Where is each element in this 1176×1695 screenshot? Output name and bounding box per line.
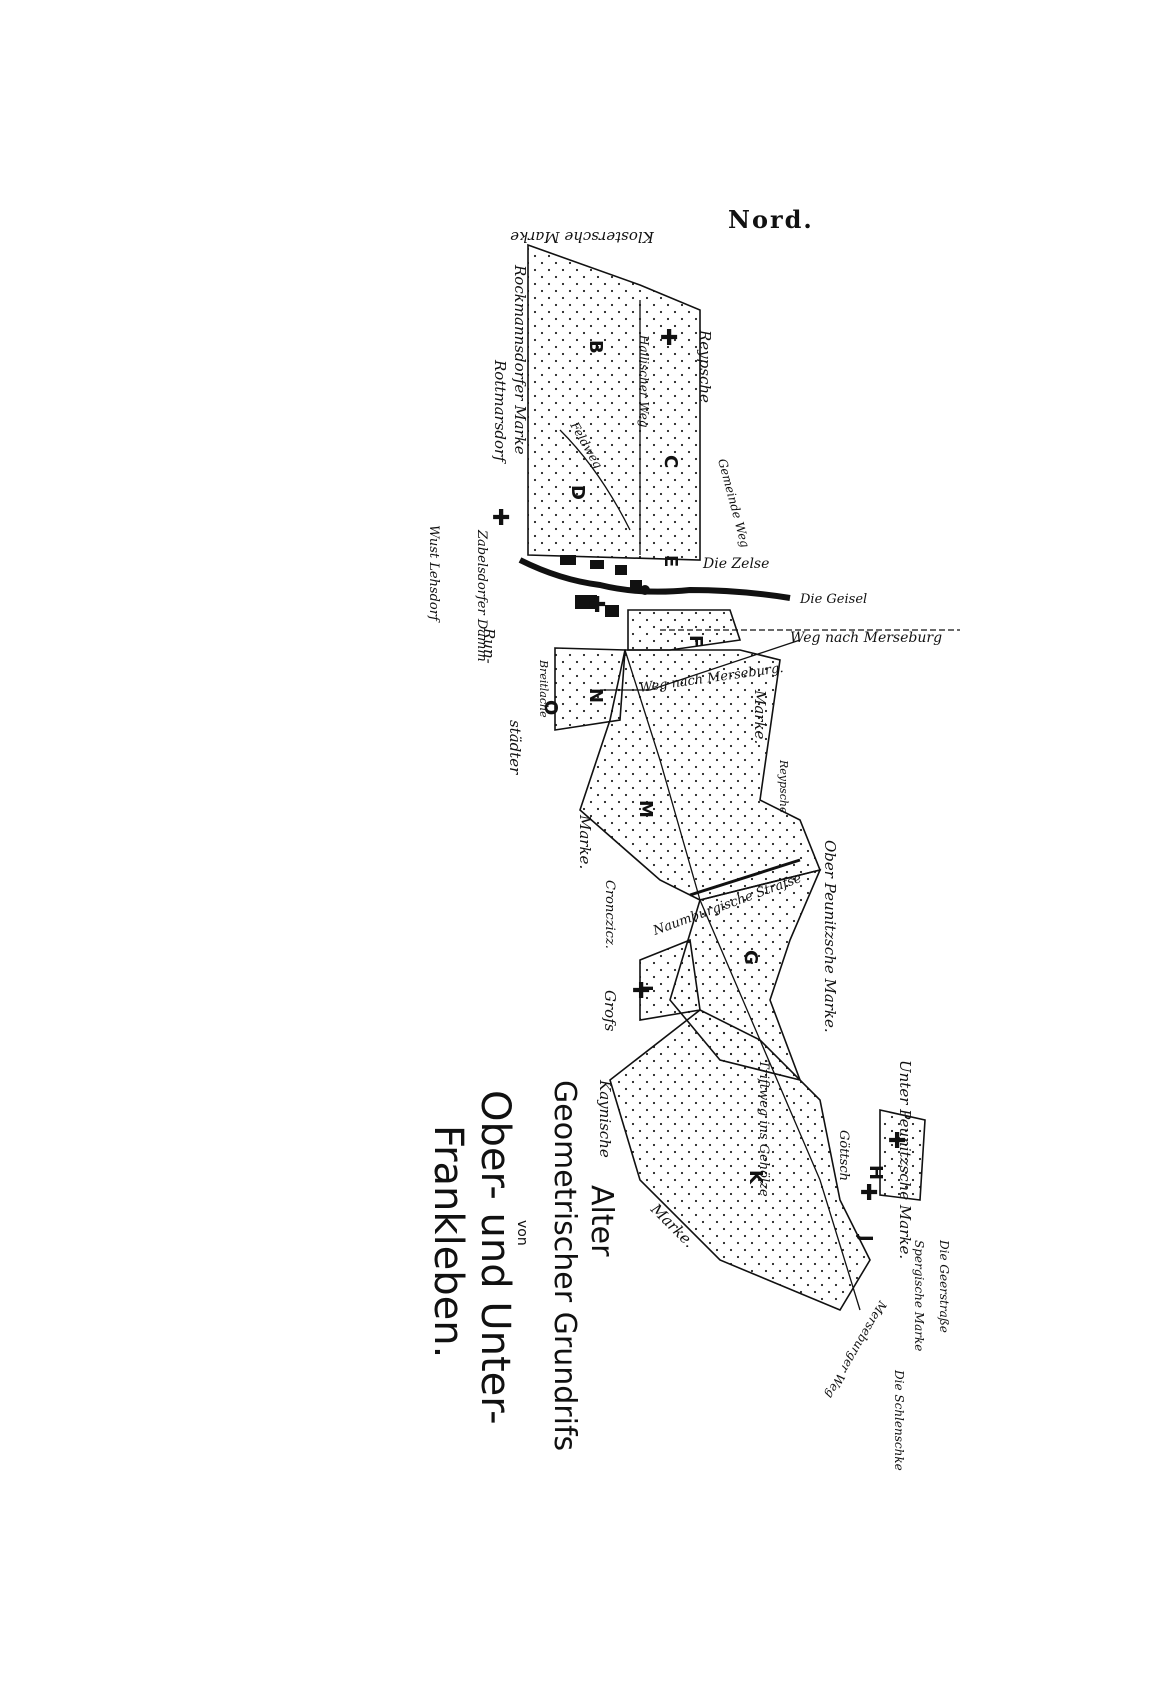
label-reypsche: Reypsche xyxy=(696,329,714,403)
label-cronczicz: Cronczicz. xyxy=(602,880,617,949)
feldweg-line xyxy=(559,429,631,531)
label-hallischer-weg: Hallischer Weg xyxy=(637,334,651,428)
label-die-geisel: Die Geisel xyxy=(799,592,867,607)
label-unter-peunitzsche-marke: Unter Peunitzsche Marke. xyxy=(896,1060,914,1259)
label-trift-weg: Triftweg ins Gehölze xyxy=(756,1060,771,1197)
label-wust-lehsdorf: Wust Lehsdorf xyxy=(426,525,441,623)
church-cross-icon: ✚ xyxy=(492,506,510,531)
label-grofs: Grofs xyxy=(601,990,619,1032)
label-gottsch: Göttsch xyxy=(836,1130,851,1181)
parcel-b-area xyxy=(527,243,701,561)
label-merseburger-weg: Merseburger Weg xyxy=(822,1298,890,1401)
label-sperga-marke: Spergische Marke xyxy=(912,1240,926,1351)
parcel-m-letter: M xyxy=(635,800,656,818)
parcel-d-letter: D xyxy=(567,485,588,500)
parcel-b-letter: B xyxy=(585,340,606,354)
label-die-schlenschke: Die Schlenschke xyxy=(892,1369,906,1471)
label-kaynsche: Kaynische xyxy=(596,1079,614,1158)
north-label: Nord. xyxy=(728,205,814,234)
label-runstaedter-marke: Marke. xyxy=(576,814,594,869)
church-cross-icon: ✚ xyxy=(860,1181,878,1206)
parcel-o-letter: O xyxy=(540,700,561,715)
merseburg-road-line xyxy=(600,639,801,691)
title-line-4: Ober- und Unter- xyxy=(472,1090,518,1425)
village-buildings xyxy=(560,555,650,617)
church-cross-icon: ✚ xyxy=(632,979,650,1004)
label-klostersche-marke: Klostersche Marke xyxy=(510,228,655,246)
label-gemeinde-weg: Gemeinde Weg xyxy=(715,457,752,549)
church-cross-icon: ✚ xyxy=(588,593,606,618)
label-breitlache: Breitlache xyxy=(537,659,550,718)
trift-road-line xyxy=(624,649,861,1311)
label-ober-peunitzsche-marke: Ober Peunitzsche Marke. xyxy=(821,840,839,1033)
parcel-n-letter: N xyxy=(585,688,606,703)
parcel-h-area xyxy=(879,1109,926,1201)
label-die-zelse: Die Zelse xyxy=(702,556,769,572)
label-marke-1: Marke. xyxy=(751,689,769,744)
parcel-h-letter: H xyxy=(865,1165,886,1180)
label-rockmannsdorfer-marke: Rockmannsdorfer Marke xyxy=(511,264,529,455)
parcel-g-letter: G xyxy=(740,950,761,965)
map-title: Alter Geometrischer Grundrifs von Ober- … xyxy=(425,1080,619,1451)
label-reypsche-small: Reypsche xyxy=(777,759,790,814)
title-line-5: Frankleben. xyxy=(425,1125,471,1358)
parcel-l-letter: L xyxy=(635,985,656,996)
label-weg-nach-merseburg-1: Weg nach Merseburg xyxy=(790,630,942,646)
parcel-c-letter: C xyxy=(660,455,681,468)
label-staedter: städter xyxy=(506,720,524,775)
label-die-geerstrasse: Die Geerstraße xyxy=(937,1239,951,1333)
label-rottmarsdorf: Rottmarsdorf xyxy=(491,359,509,464)
church-cross-icon: ✚ xyxy=(888,1129,906,1154)
title-line-3: von xyxy=(514,1220,530,1246)
parcel-k-letter: K xyxy=(745,1170,766,1185)
church-cross-icon: ✚ xyxy=(660,326,678,351)
parcel-k-area xyxy=(609,1009,871,1312)
title-line-2: Geometrischer Grundrifs xyxy=(547,1080,582,1451)
parcel-f-letter: F xyxy=(685,635,706,647)
label-run: Run- xyxy=(480,627,498,664)
parcel-e-letter: E xyxy=(660,555,681,567)
parcel-j-letter: J xyxy=(855,1233,876,1242)
label-zabelsdorf-damm: Zabelsdorfer Damm xyxy=(474,529,489,662)
title-line-1: Alter xyxy=(584,1185,619,1257)
naumburg-road-line xyxy=(689,858,801,897)
